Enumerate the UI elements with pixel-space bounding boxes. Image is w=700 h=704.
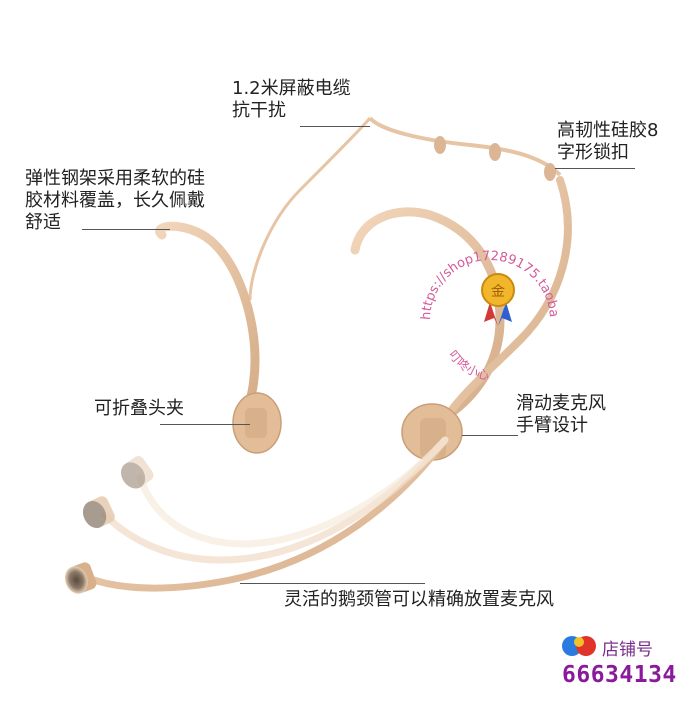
cable <box>248 117 372 301</box>
store-logo-icon <box>562 636 596 656</box>
store-label: 店铺号 <box>602 640 653 660</box>
mic-capsule <box>82 496 115 529</box>
gooseneck-arm-ghost <box>136 436 449 548</box>
label-cable: 1.2米屏蔽电缆抗干扰 <box>232 78 351 121</box>
store-number: 66634134 <box>562 662 677 688</box>
mic-capsule <box>121 456 154 489</box>
lock-bead <box>489 143 501 161</box>
label-clip: 可折叠头夹 <box>94 398 184 419</box>
left-ear-hook <box>155 221 260 415</box>
store-badge: 店铺号 66634134 <box>560 632 695 694</box>
lock-bead <box>434 136 446 154</box>
leader-lock <box>555 168 635 169</box>
mic-capsule <box>64 562 97 594</box>
gooseneck-arm <box>84 436 449 592</box>
leader-boom <box>462 435 518 436</box>
leader-frame <box>82 229 170 230</box>
lock-bead <box>544 163 556 181</box>
label-boom: 滑动麦克风手臂设计 <box>516 393 606 436</box>
label-frame: 弹性钢架采用柔软的硅胶材料覆盖，长久佩戴舒适 <box>25 168 205 233</box>
leader-cable <box>300 126 370 127</box>
label-gooseneck: 灵活的鹅颈管可以精确放置麦克风 <box>284 589 554 610</box>
leader-clip <box>160 424 250 425</box>
leader-gooseneck <box>240 583 425 584</box>
cable-top <box>368 116 562 177</box>
headband <box>441 176 572 424</box>
